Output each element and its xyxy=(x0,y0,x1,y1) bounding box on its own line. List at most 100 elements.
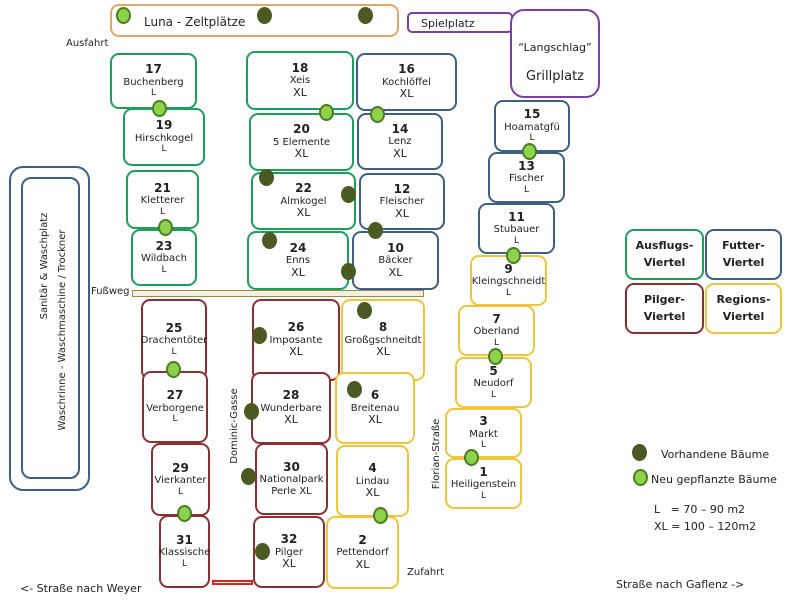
existing-tree-icon xyxy=(255,543,270,560)
plot-number: 10 xyxy=(387,240,404,255)
plot-name: Markt xyxy=(469,428,498,440)
plot-size: XL xyxy=(293,85,307,99)
plot-name: Drachentöter xyxy=(140,335,208,347)
new-tree-icon xyxy=(522,143,537,160)
plot-number: 32 xyxy=(280,532,298,547)
plot-size: L xyxy=(181,558,187,569)
exit-label: Ausfahrt xyxy=(66,38,109,49)
legend-pilger: Pilger- Viertel xyxy=(625,283,704,334)
plot-number: 16 xyxy=(398,62,415,77)
plot-name: Fischer xyxy=(508,173,545,185)
plot-name: Wildbach xyxy=(141,253,187,265)
road-gaflenz-label: Straße nach Gaflenz -> xyxy=(616,578,745,591)
plot-size: L xyxy=(161,264,167,275)
plot-name: Kochlöffel xyxy=(382,76,431,88)
plot-size: XL xyxy=(395,206,409,220)
plot-name: Almkogel xyxy=(280,195,327,207)
new-tree-icon xyxy=(488,348,503,365)
playground-label: Spielplatz xyxy=(421,17,475,30)
existing-tree-icon xyxy=(341,263,356,280)
plot-number: 21 xyxy=(154,180,171,195)
plot-number: 20 xyxy=(293,122,310,137)
plot-name: Lindau xyxy=(355,475,390,487)
plot-name: Stubauer xyxy=(493,224,540,236)
plot-size: XL xyxy=(365,486,380,500)
plot-size: XL xyxy=(368,413,382,427)
plot-number: 1 xyxy=(479,464,488,479)
existing-tree-icon xyxy=(244,403,259,420)
plot-name: Lenz xyxy=(388,136,412,148)
new-tree-icon xyxy=(464,449,479,466)
plot-number: 27 xyxy=(166,388,184,403)
plot-name: 5 Elemente xyxy=(272,136,331,148)
plot-size: L xyxy=(150,88,156,99)
legend-size-xl: XL = 100 – 120m2 xyxy=(654,520,757,533)
plot-number: 7 xyxy=(492,311,501,326)
plot-name: Klassische xyxy=(158,547,211,559)
plot-size: XL xyxy=(388,265,403,279)
plot-number: 29 xyxy=(172,460,189,475)
footpath xyxy=(132,290,424,297)
plot-number: 23 xyxy=(155,238,173,253)
plot-number: 4 xyxy=(368,461,377,476)
plot-number: 8 xyxy=(378,320,388,335)
plot-number: 13 xyxy=(518,158,535,173)
plot-size: L xyxy=(513,235,519,246)
playground: Spielplatz xyxy=(407,12,513,33)
plot-number: 14 xyxy=(391,121,409,136)
plot-number: 15 xyxy=(523,107,541,122)
entrance-label: Zufahrt xyxy=(407,567,445,578)
plot-size: L xyxy=(480,490,486,501)
existing-tree-icon xyxy=(347,381,362,398)
dominic-lane-label: Dominic-Gasse xyxy=(229,388,240,464)
existing-tree-icon xyxy=(262,232,277,249)
plot-size: L xyxy=(529,133,535,144)
plot-name: Wunderbare xyxy=(260,402,322,414)
existing-tree-icon xyxy=(252,327,267,344)
gate-barrier xyxy=(212,580,253,585)
plot-number: 22 xyxy=(295,181,312,196)
plot-size: XL xyxy=(393,146,407,160)
plot-name: Vierkanter xyxy=(154,475,207,487)
laundry-label: Waschrinne - Waschmaschine / Trockner xyxy=(57,229,68,431)
plot-size: L xyxy=(172,414,178,425)
plot-size: L xyxy=(505,287,511,298)
new-tree-icon xyxy=(373,507,388,524)
new-tree-icon xyxy=(177,505,192,522)
plot-size: L xyxy=(493,337,499,348)
new-tree-icon xyxy=(116,7,131,24)
plot-number: 26 xyxy=(287,320,305,335)
plot-size: XL xyxy=(289,345,303,359)
luna-label: Luna - Zeltplätze xyxy=(144,15,246,29)
plot-name: Imposante xyxy=(269,334,323,346)
grillplatz-label: Grillplatz xyxy=(525,69,584,84)
plot-name: Heiligenstein xyxy=(450,479,517,491)
plot-number: 17 xyxy=(145,62,162,77)
plot-size: XL xyxy=(399,87,414,101)
plot-size: L xyxy=(523,184,529,195)
plot-size: L xyxy=(480,440,486,451)
plot-name: Buchenberg xyxy=(123,76,184,88)
plot-name: Verborgene xyxy=(146,402,204,414)
legend-size-l: L = 70 – 90 m2 xyxy=(654,503,746,516)
plot-name: Hoamatgfü xyxy=(504,121,560,133)
plot-number: 31 xyxy=(176,532,193,547)
langschlag-label: “Langschlag” xyxy=(518,41,592,54)
grill-area: “Langschlag” Grillplatz xyxy=(510,9,600,98)
existing-tree-icon xyxy=(241,468,256,485)
existing-tree-icon xyxy=(257,7,272,24)
sanitary-label: Sanitär & Waschplatz xyxy=(39,212,50,320)
